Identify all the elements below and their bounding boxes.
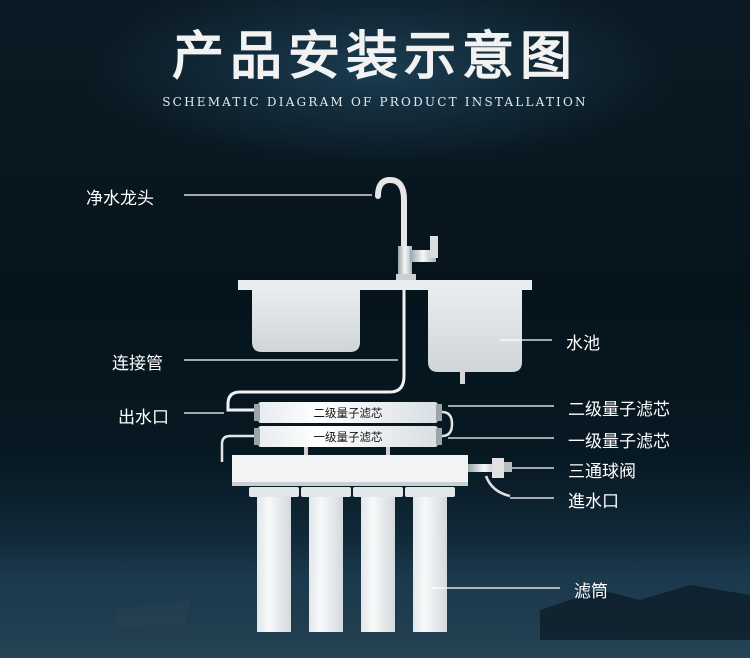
connector-pipe (226, 290, 406, 412)
label-water-outlet: 出水口 (118, 408, 169, 428)
faucet-graphic (375, 176, 438, 280)
drain-pipe (460, 372, 465, 384)
label-faucet: 净水龙头 (86, 189, 154, 209)
secondary-cartridge (258, 402, 438, 423)
label-three-way-valve: 三通球阀 (568, 462, 636, 482)
horizon-silhouette (540, 585, 750, 640)
primary-cartridge (258, 426, 438, 447)
left-basin (252, 290, 360, 352)
right-basin (428, 290, 522, 372)
manifold-head (232, 455, 468, 485)
three-way-valve-graphic (468, 458, 512, 478)
filter-housings (249, 487, 455, 632)
label-connector-pipe: 连接管 (112, 354, 163, 374)
primary-cartridge-label: 一级量子滤芯 (313, 430, 383, 444)
inlet-tube (484, 475, 511, 498)
page-title: 产品安装示意图 (171, 27, 578, 87)
label-water-inlet: 進水口 (568, 492, 619, 512)
countertop (238, 280, 532, 290)
label-secondary-filter: 二级量子滤芯 (568, 400, 670, 420)
label-primary-filter: 一级量子滤芯 (568, 432, 670, 452)
page-subtitle: SCHEMATIC DIAGRAM OF PRODUCT INSTALLATIO… (162, 95, 588, 109)
label-sink: 水池 (566, 334, 600, 354)
label-filter-housing: 滤筒 (574, 582, 608, 602)
secondary-cartridge-label: 二级量子滤芯 (313, 406, 383, 420)
ship-silhouette (115, 600, 190, 628)
